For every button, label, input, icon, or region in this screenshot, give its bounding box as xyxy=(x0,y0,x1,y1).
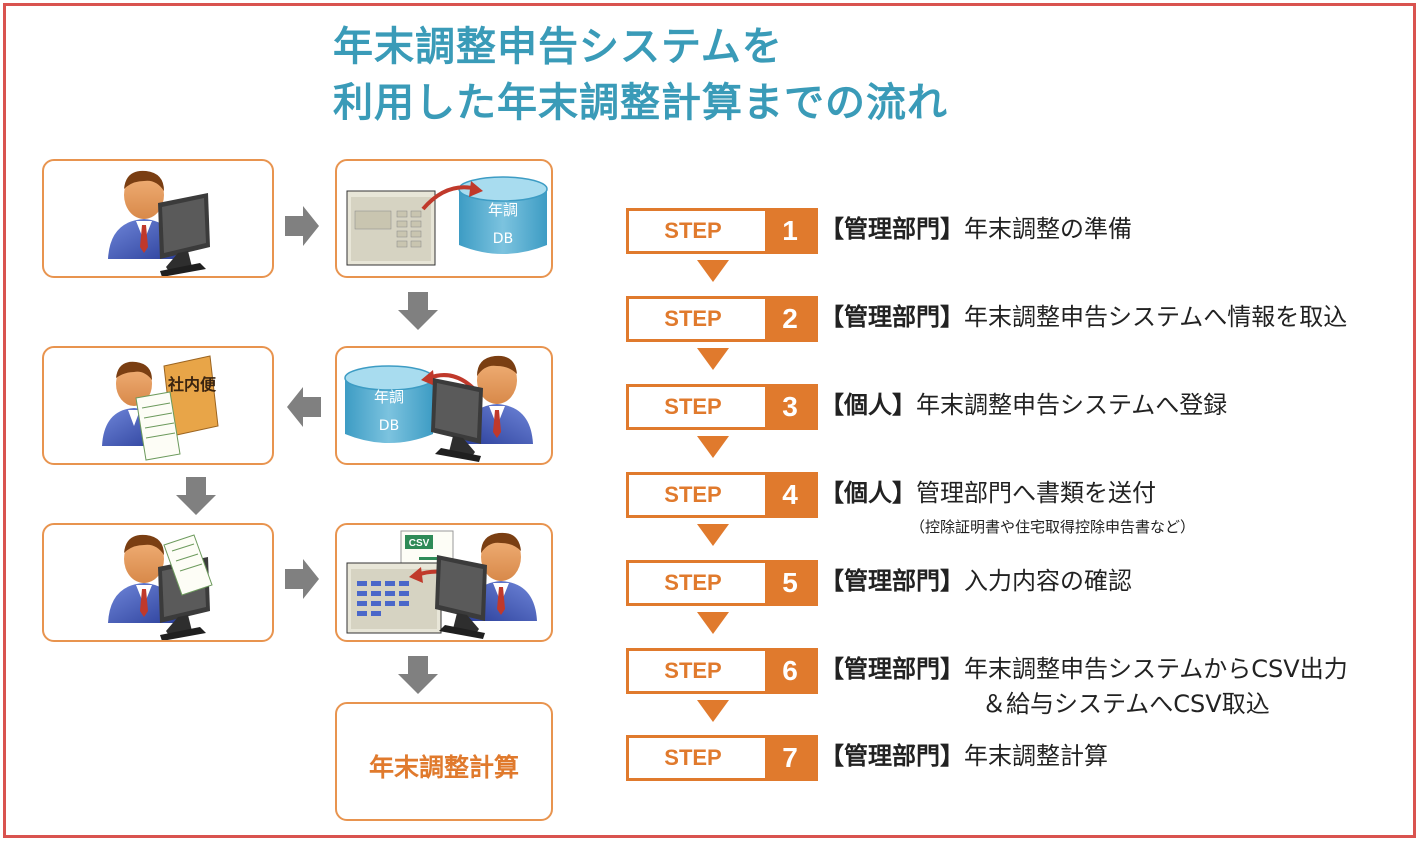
step-box: STEP 4 xyxy=(626,472,818,518)
step-description: 【管理部門】年末調整の準備 xyxy=(820,215,1132,243)
step-down-arrow-icon xyxy=(697,524,729,546)
csv-export-icon: CSV xyxy=(346,530,537,639)
admin-check-icon xyxy=(108,534,213,641)
step-box: STEP 5 xyxy=(626,560,818,606)
step-word: STEP xyxy=(664,745,722,770)
step-text: 管理部門へ書類を送付 xyxy=(916,479,1156,507)
step-down-arrow-icon xyxy=(697,436,729,458)
step-department: 【管理部門】 xyxy=(820,303,964,331)
step-word: STEP xyxy=(664,306,722,331)
flow-box-csv: CSV xyxy=(335,523,553,642)
step-word: STEP xyxy=(664,394,722,419)
db-label-bottom: DB xyxy=(493,231,513,247)
step-text: 入力内容の確認 xyxy=(964,567,1132,595)
step-description: 【個人】年末調整申告システムへ登録 xyxy=(820,391,1227,419)
db-label-top: 年調 xyxy=(488,201,518,219)
final-calc-label: 年末調整計算 xyxy=(368,753,519,782)
step-box: STEP 1 xyxy=(626,208,818,254)
step-word: STEP xyxy=(664,218,722,243)
step-note: （控除証明書や住宅取得控除申告書など） xyxy=(910,518,1196,536)
step-box: STEP 6 xyxy=(626,648,818,694)
step-down-arrow-icon xyxy=(697,260,729,282)
system-import-db-icon: 年調 DB xyxy=(346,176,548,266)
step-description: 【管理部門】年末調整申告システムからCSV出力 xyxy=(820,655,1348,683)
step-department: 【個人】 xyxy=(820,479,916,507)
step-number: 4 xyxy=(765,475,815,515)
step-number: 1 xyxy=(765,211,815,251)
flow-box-check xyxy=(42,523,274,642)
page-title-line2: 利用した年末調整計算までの流れ xyxy=(333,80,948,126)
register-db-icon: 年調 DB xyxy=(344,355,533,462)
step-word: STEP xyxy=(664,482,722,507)
step-number: 3 xyxy=(765,387,815,427)
step-number: 6 xyxy=(765,651,815,691)
step-department: 【管理部門】 xyxy=(820,655,964,683)
admin-pc-icon xyxy=(108,170,210,277)
arrow-down-icon xyxy=(176,477,216,515)
flow-box-register: 年調 DB xyxy=(335,346,553,465)
step-text: 年末調整申告システムからCSV出力 xyxy=(964,655,1348,683)
step-box: STEP 7 xyxy=(626,735,818,781)
step-department: 【管理部門】 xyxy=(820,742,964,770)
step-text: 年末調整申告システムへ登録 xyxy=(916,391,1228,419)
step-text: 年末調整計算 xyxy=(964,742,1108,770)
db-label-top: 年調 xyxy=(374,388,404,406)
arrow-left-icon xyxy=(287,387,321,427)
step-word: STEP xyxy=(664,658,722,683)
step-word: STEP xyxy=(664,570,722,595)
step-text: 年末調整の準備 xyxy=(964,215,1132,243)
flow-box-final-calc: 年末調整計算 xyxy=(335,702,553,821)
step-description: 【管理部門】年末調整計算 xyxy=(820,742,1108,770)
step-down-arrow-icon xyxy=(697,348,729,370)
package-label: 社内便 xyxy=(167,375,217,394)
person-package-icon: 社内便 xyxy=(102,355,219,461)
step-department: 【管理部門】 xyxy=(820,567,964,595)
step-description: 【個人】管理部門へ書類を送付 xyxy=(820,479,1156,507)
step-text-line2: ＆給与システムへCSV取込 xyxy=(982,690,1270,718)
csv-label: CSV xyxy=(409,538,430,549)
flow-box-import-db: 年調 DB xyxy=(335,159,553,278)
step-number: 2 xyxy=(765,299,815,339)
step-number: 7 xyxy=(765,738,815,778)
step-department: 【個人】 xyxy=(820,391,916,419)
step-down-arrow-icon xyxy=(697,612,729,634)
db-label-bottom: DB xyxy=(379,418,399,434)
arrow-down-icon xyxy=(398,292,438,330)
step-department: 【管理部門】 xyxy=(820,215,964,243)
page-title-line1: 年末調整申告システムを xyxy=(333,24,783,70)
step-text: 年末調整申告システムへ情報を取込 xyxy=(964,303,1348,331)
step-number: 5 xyxy=(765,563,815,603)
step-box: STEP 3 xyxy=(626,384,818,430)
flow-box-admin-prep xyxy=(42,159,274,278)
flow-box-send-docs: 社内便 xyxy=(42,346,274,465)
step-description: 【管理部門】年末調整申告システムへ情報を取込 xyxy=(820,303,1347,331)
step-description: 【管理部門】入力内容の確認 xyxy=(820,567,1132,595)
outer-frame xyxy=(3,3,1416,838)
arrow-right-icon xyxy=(285,559,319,599)
arrow-down-icon xyxy=(398,656,438,694)
arrow-right-icon xyxy=(285,206,319,246)
step-box: STEP 2 xyxy=(626,296,818,342)
step-down-arrow-icon xyxy=(697,700,729,722)
